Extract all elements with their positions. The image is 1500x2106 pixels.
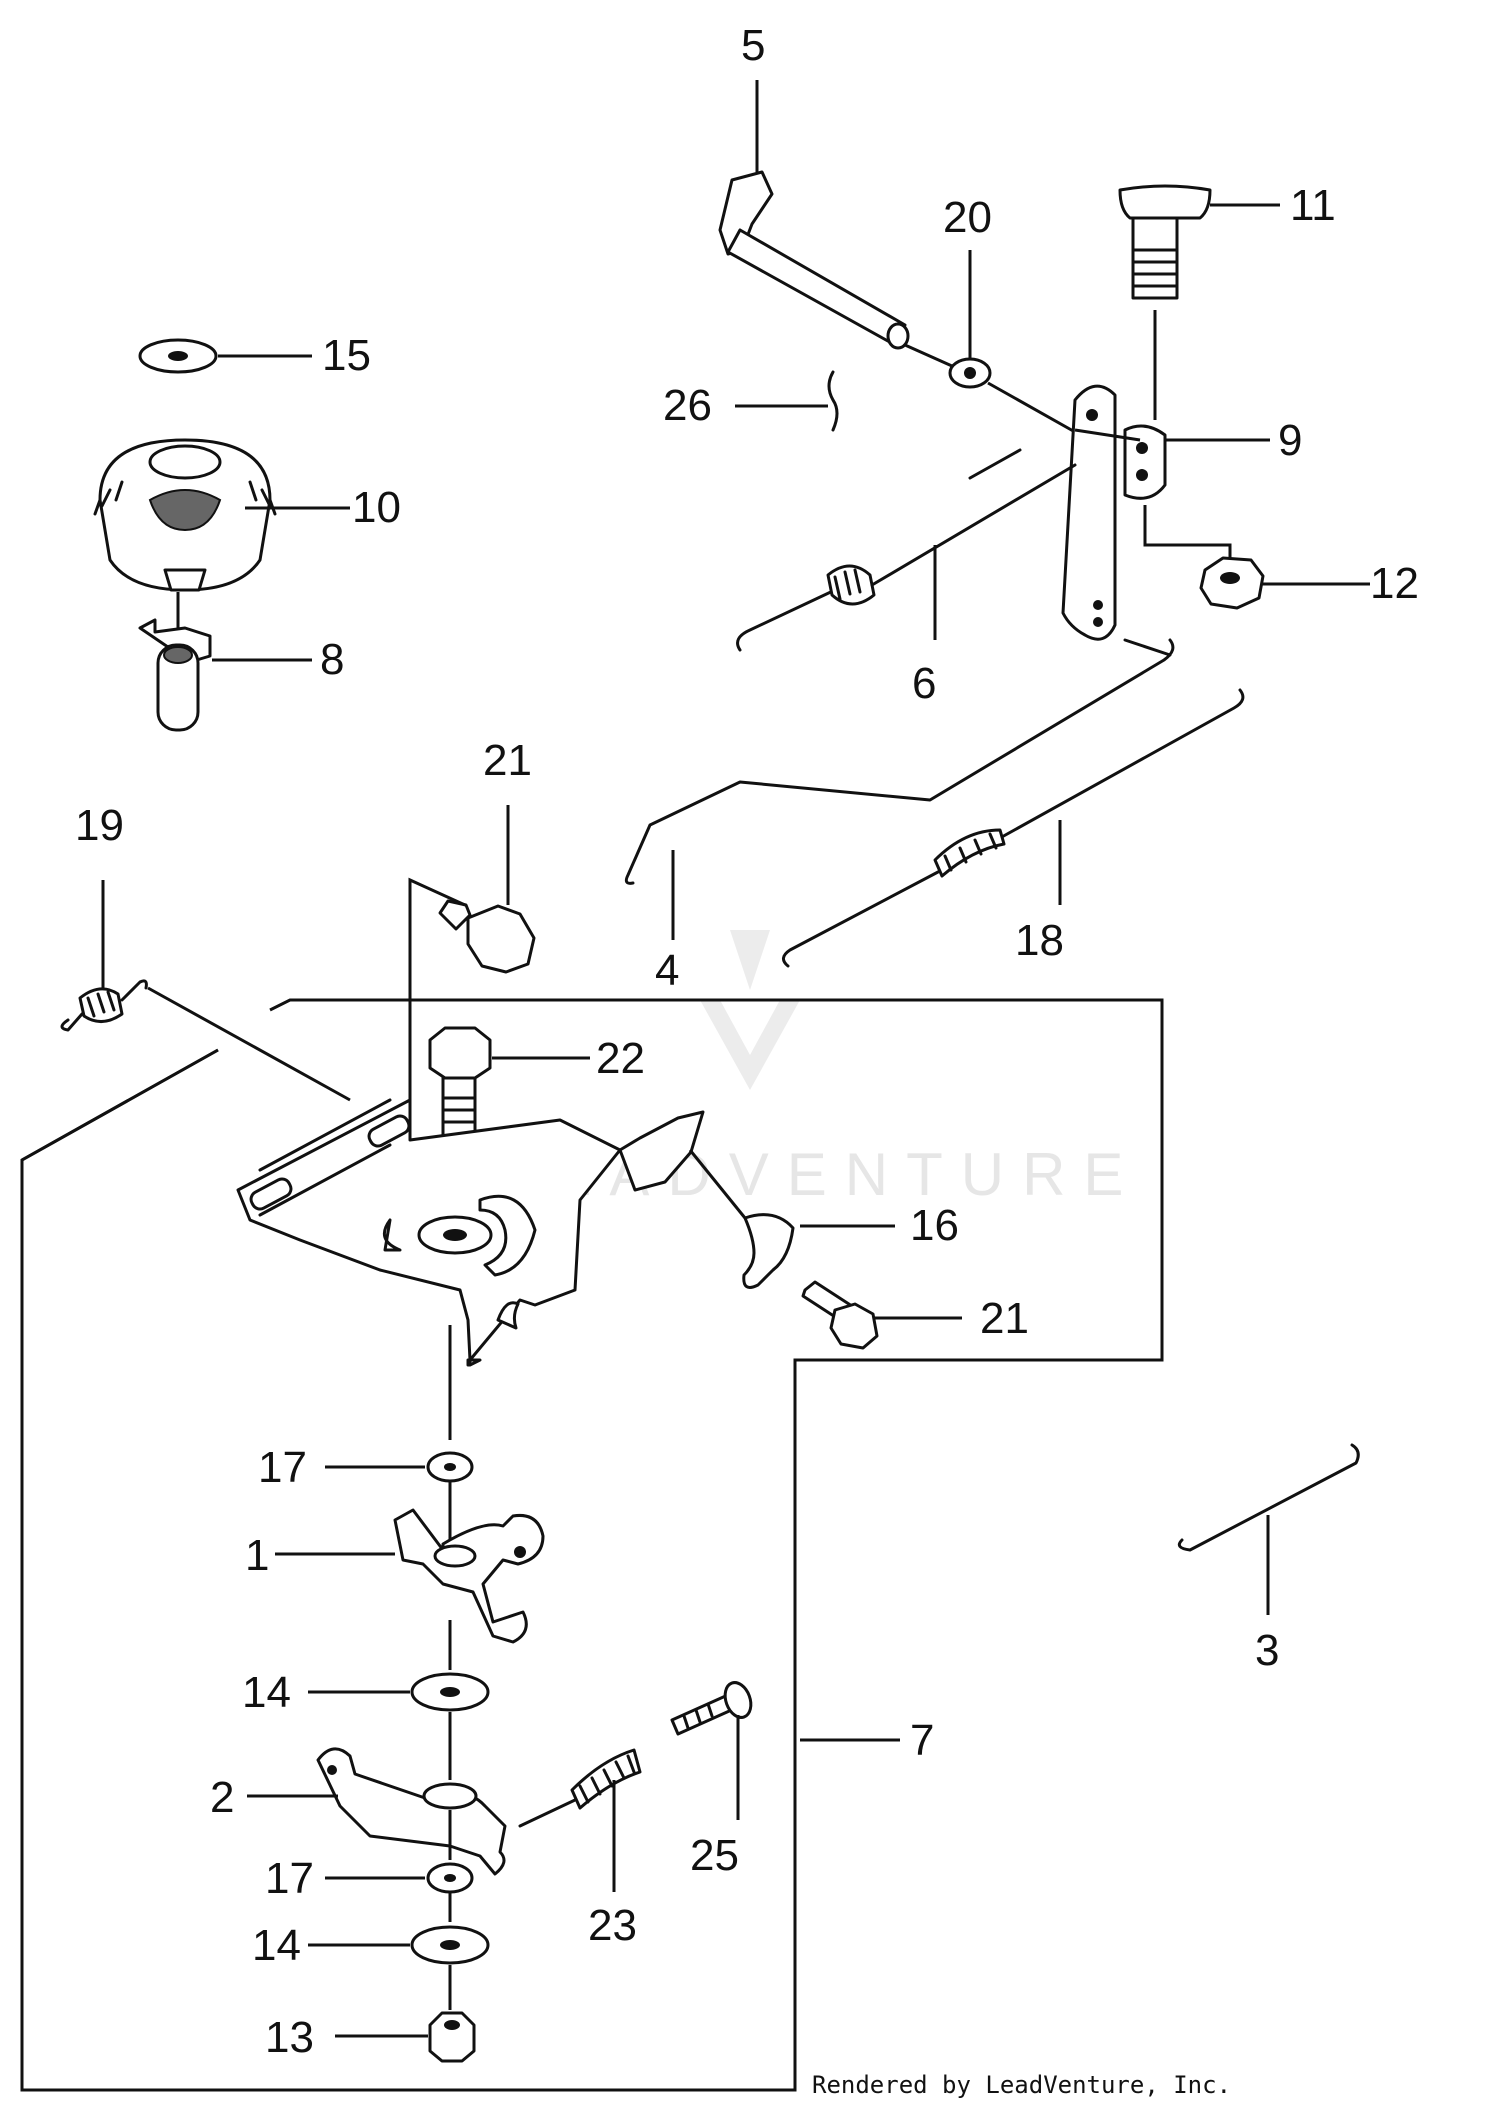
callout-7: 7 <box>910 1716 934 1765</box>
part-12-nut <box>1199 556 1265 610</box>
callout-25: 25 <box>690 1831 739 1880</box>
callout-13: 13 <box>265 2013 314 2062</box>
callout-1: 1 <box>245 1531 269 1580</box>
control-plate <box>236 1098 705 1367</box>
callout-22: 20 <box>943 193 992 242</box>
callout-14-lower: 14 <box>252 1921 301 1970</box>
axis-20-plate <box>147 986 351 1102</box>
axis-5-22 <box>904 343 953 368</box>
axis-6-9 <box>1074 428 1141 442</box>
callout-9: 9 <box>1278 416 1302 465</box>
callout-17-lower: 17 <box>265 1854 314 1903</box>
part-19-spring-rod <box>782 688 1245 968</box>
frame-edge <box>21 1048 219 1162</box>
part-5-control-rod <box>718 170 910 350</box>
part-4-link-rod <box>624 638 1175 885</box>
axis-23-plate <box>408 877 466 1110</box>
part-23-bolt <box>438 899 536 974</box>
callout-19: 18 <box>1015 916 1064 965</box>
part-6-spring-rod <box>736 448 1077 652</box>
part-9-lever <box>1061 384 1167 641</box>
callout-3: 3 <box>1255 1626 1279 1675</box>
callout-21: 21 <box>980 1294 1029 1343</box>
callout-6: 6 <box>912 659 936 708</box>
callout-8: 8 <box>320 635 344 684</box>
assembly-frame <box>20 998 1164 2092</box>
leadventure-watermark: LEADVENTURE <box>500 930 1123 1208</box>
part-10-governor-gear <box>93 438 277 592</box>
callout-12: 12 <box>1370 559 1419 608</box>
callout-18: 23 <box>588 1901 637 1950</box>
part-26-pin <box>827 370 839 432</box>
axis-22-9 <box>987 381 1076 434</box>
part-24-bolt <box>428 1026 492 1140</box>
part-18-spring <box>518 1748 642 1828</box>
callout-23: 21 <box>483 736 532 785</box>
part-3-link-rod <box>1177 1443 1360 1552</box>
callout-5: 5 <box>741 21 765 70</box>
part-11-bolt <box>1118 184 1212 300</box>
axis-9-12 <box>1143 505 1232 558</box>
callout-2: 2 <box>210 1773 234 1822</box>
part-25-screw <box>670 1681 753 1736</box>
callout-16: 16 <box>910 1201 959 1250</box>
axis-plate-16 <box>688 1149 747 1219</box>
callout-10: 10 <box>352 483 401 532</box>
callout-17-top: 17 <box>258 1443 307 1492</box>
callout-11: 11 <box>1290 181 1336 230</box>
connector-9-4 <box>1123 638 1172 657</box>
part-13-nut <box>428 2011 476 2063</box>
callout-20: 19 <box>75 801 124 850</box>
callout-4: 4 <box>655 946 679 995</box>
washer-hole <box>964 367 976 379</box>
part-2-lever <box>316 1747 507 1876</box>
part-16-clip <box>742 1213 795 1289</box>
callout-14-upper: 14 <box>242 1668 291 1717</box>
callout-26: 26 <box>663 381 712 430</box>
part-20-spring <box>60 979 148 1032</box>
render-credit: Rendered by LeadVenture, Inc. <box>812 2071 1231 2099</box>
callout-24: 22 <box>596 1034 645 1083</box>
part-1-lever <box>393 1508 545 1644</box>
part-21-bolt <box>801 1280 879 1350</box>
part-8-sleeve <box>138 618 212 732</box>
callout-15: 15 <box>322 331 371 380</box>
